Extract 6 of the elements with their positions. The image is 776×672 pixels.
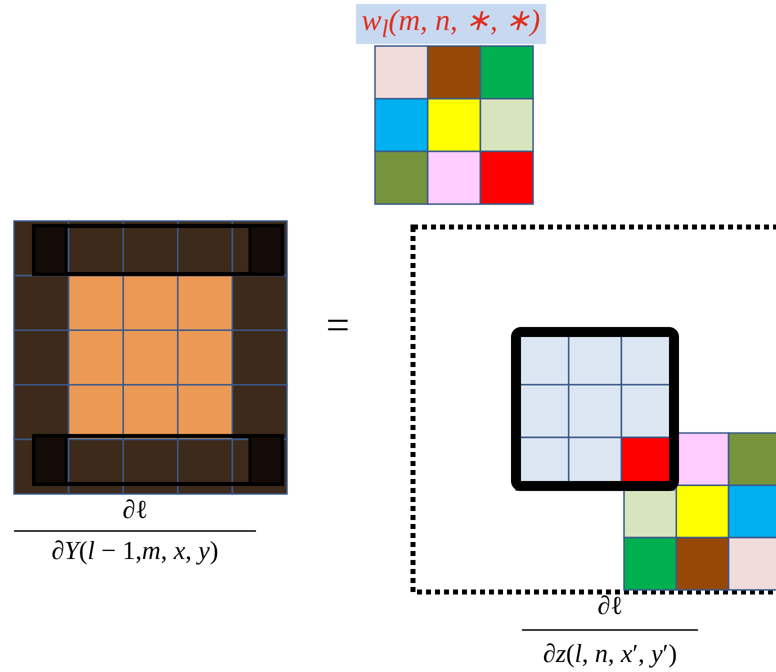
math-label: ∂z(l, n, x′, y′)	[543, 640, 678, 668]
equals-sign: =	[326, 303, 350, 350]
math-label: ∂ℓ	[598, 592, 623, 620]
math-label: w$_{l}$(m, n, ∗, ∗)	[356, 4, 546, 44]
math-label: ∂Y(l − 1,m, x, y)	[52, 536, 218, 566]
math-label: ∂ℓ	[122, 496, 148, 524]
